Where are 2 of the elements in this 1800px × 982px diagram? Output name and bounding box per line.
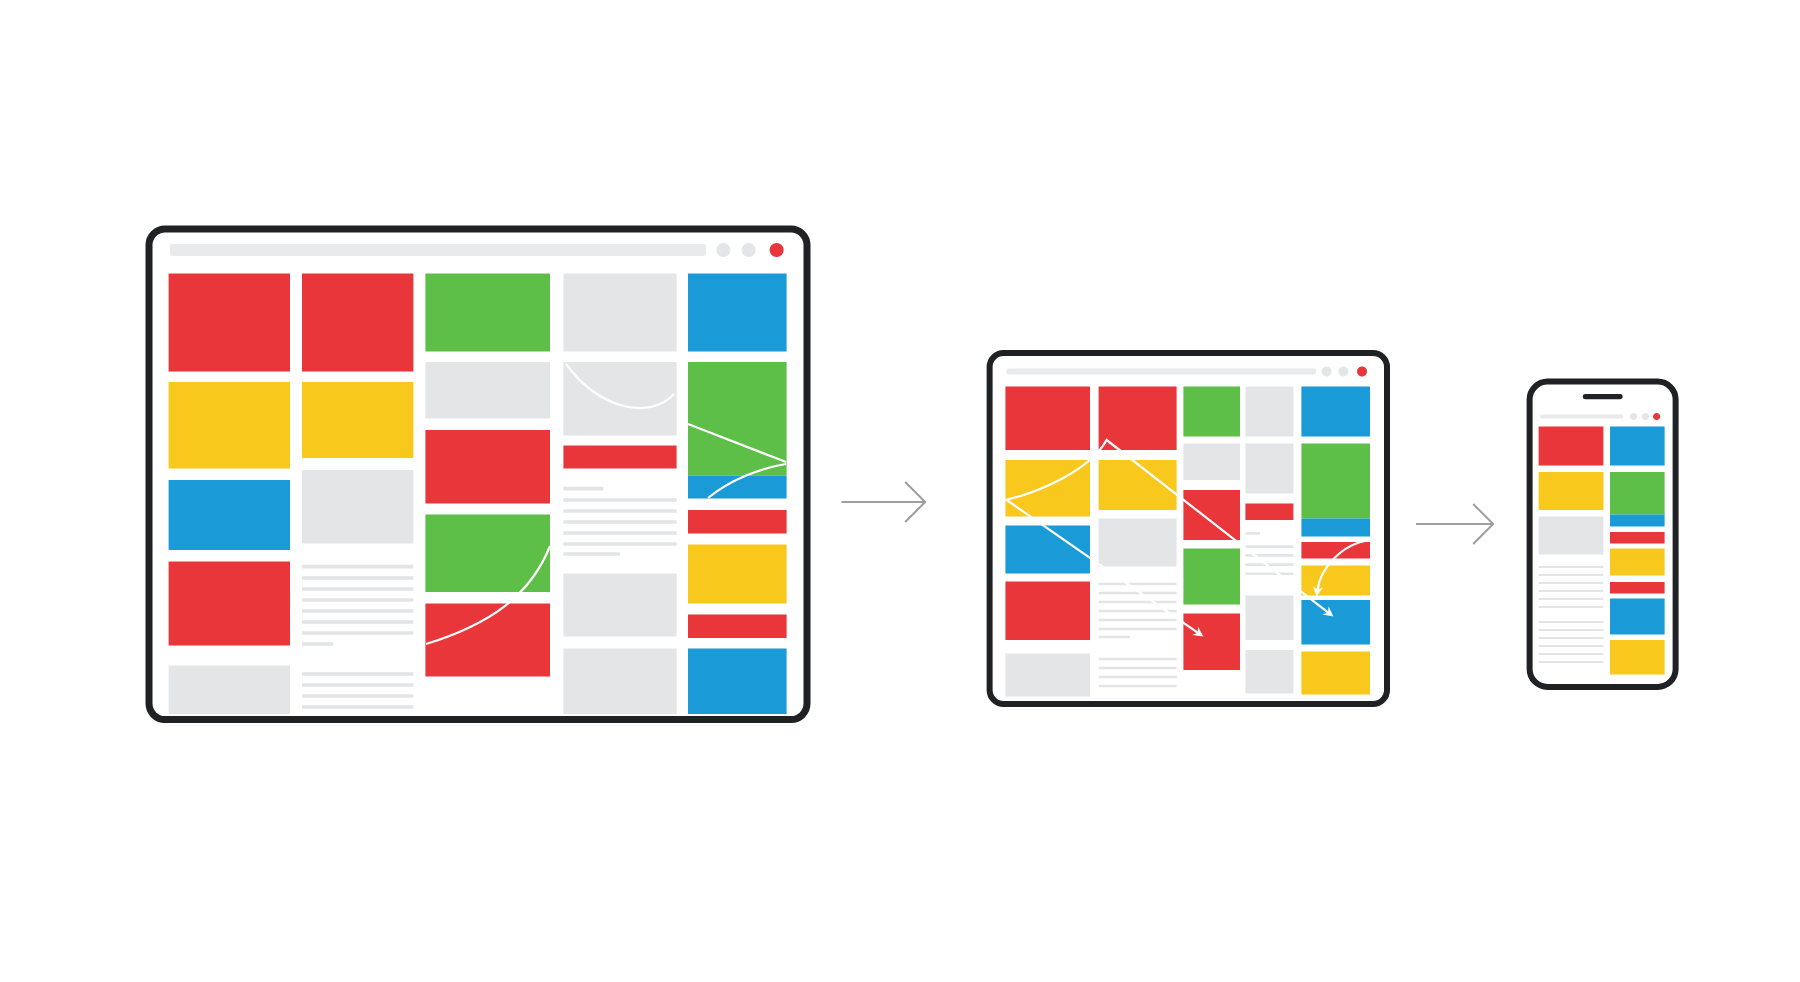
arrow — [1415, 503, 1495, 545]
arrow — [840, 481, 927, 523]
